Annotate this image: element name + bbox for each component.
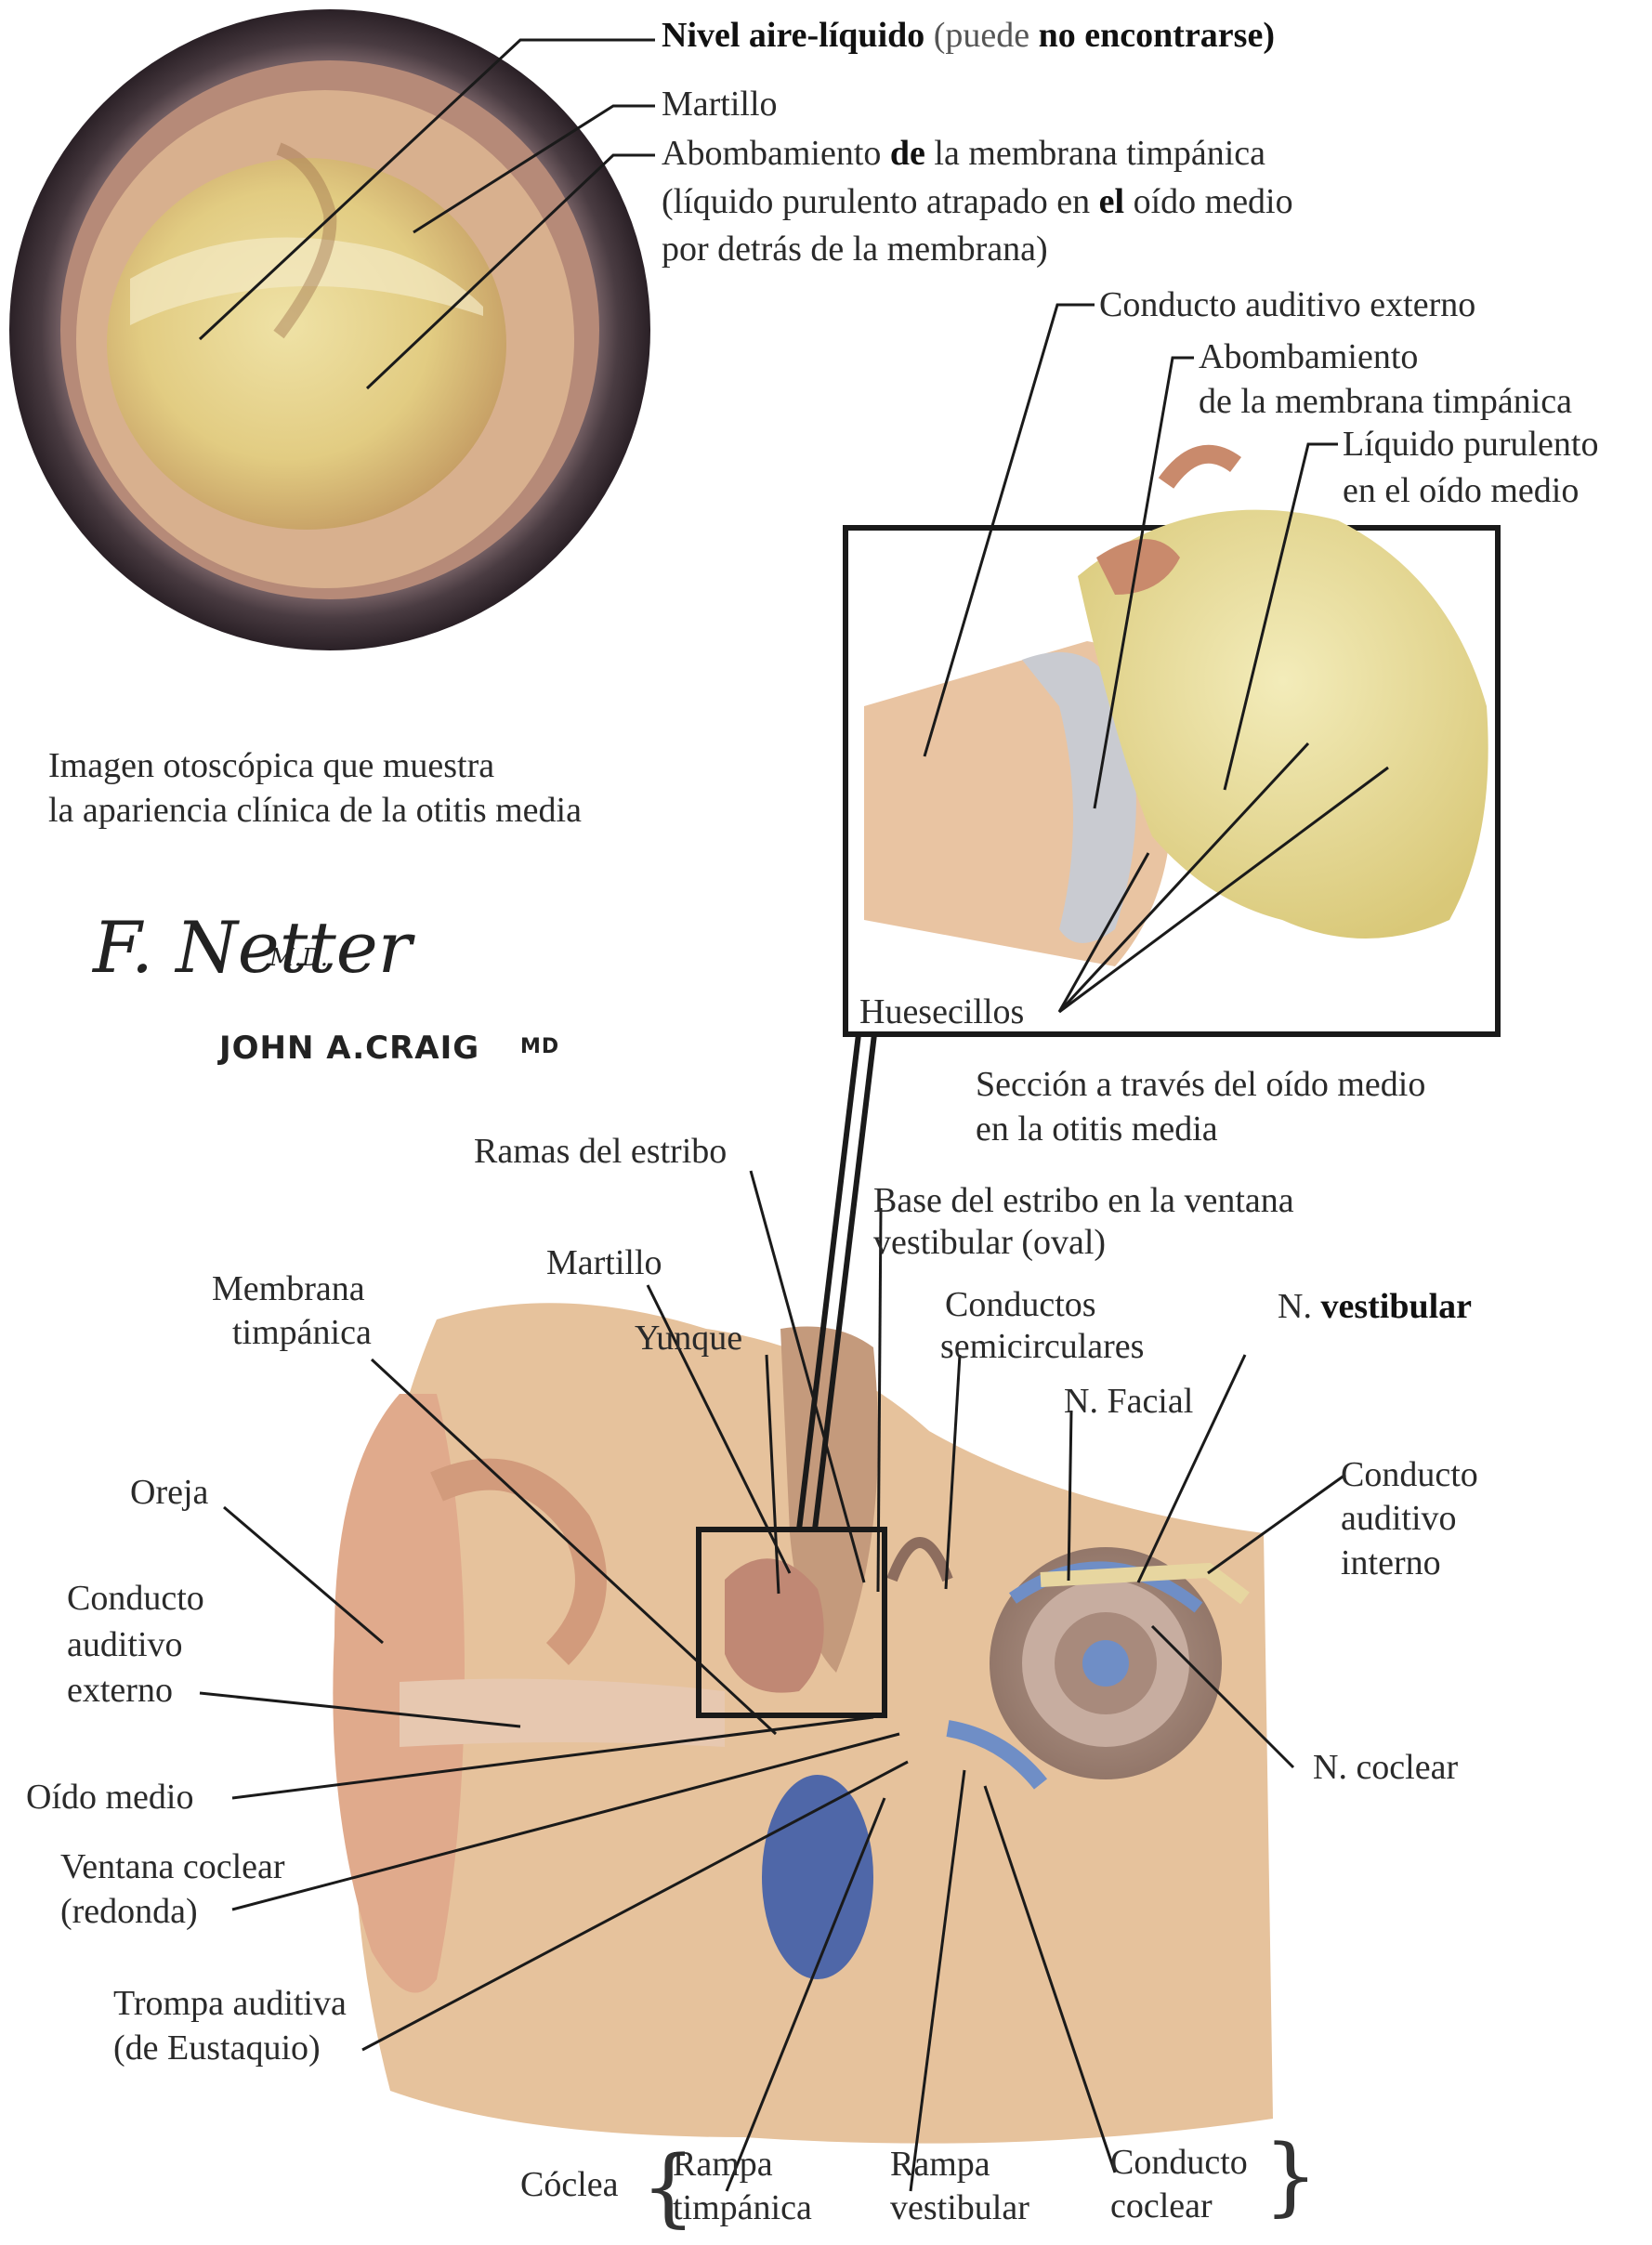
label-external-canal-2: auditivo xyxy=(67,1622,183,1667)
label-internal-canal-2: auditivo xyxy=(1341,1496,1457,1541)
netter-md: M.D. xyxy=(269,944,328,972)
label-middle-ear: Oído medio xyxy=(26,1775,193,1819)
label-tympanic-2: timpánica xyxy=(232,1310,372,1355)
ear-cross-section xyxy=(333,1303,1273,2143)
label-external-canal-3: externo xyxy=(67,1668,173,1713)
label-malleus-otoscope: Martillo xyxy=(662,82,778,126)
section-caption-2: en la otitis media xyxy=(976,1107,1218,1151)
label-scala-tympani-1: Rampa xyxy=(673,2142,773,2186)
label-scala-tympani-2: timpánica xyxy=(673,2186,812,2230)
label-round-window-2: (redonda) xyxy=(60,1889,198,1934)
otoscope-caption-1: Imagen otoscópica que muestra xyxy=(48,743,494,788)
label-bulge-section-1: Abombamiento xyxy=(1199,335,1418,379)
label-eustachian-2: (de Eustaquio) xyxy=(113,2026,321,2070)
label-internal-canal-3: interno xyxy=(1341,1541,1441,1585)
label-eustachian-1: Trompa auditiva xyxy=(113,1981,347,2026)
label-cochlear-duct-2: coclear xyxy=(1110,2184,1213,2228)
label-fluid-section-2: en el oído medio xyxy=(1343,468,1579,513)
label-stapes-base-2: vestibular (oval) xyxy=(873,1220,1106,1265)
label-round-window-1: Ventana coclear xyxy=(60,1845,285,1889)
label-ossicles: Huesecillos xyxy=(859,990,1024,1034)
label-cochlea: Cóclea xyxy=(520,2162,619,2207)
label-scala-vestibuli-2: vestibular xyxy=(890,2186,1029,2230)
label-cochlear-nerve: N. coclear xyxy=(1313,1745,1458,1790)
label-semicircular-2: semicirculares xyxy=(940,1324,1144,1369)
otoscope-view xyxy=(9,9,650,650)
otoscope-caption-2: la apariencia clínica de la otitis media xyxy=(48,788,582,833)
eustachian-tube xyxy=(762,1775,873,1979)
craig-signature: JOHN A.CRAIG xyxy=(219,1030,479,1067)
label-vestibular-nerve: N. vestibular xyxy=(1278,1284,1472,1329)
label-stapes-base-1: Base del estribo en la ventana xyxy=(873,1178,1294,1223)
label-external-canal-section: Conducto auditivo externo xyxy=(1099,282,1475,327)
label-semicircular-1: Conductos xyxy=(945,1282,1096,1327)
netter-signature: F. Netter xyxy=(93,906,412,989)
label-bulge-line-2: (líquido purulento atrapado en el oído m… xyxy=(662,179,1293,224)
section-caption-1: Sección a través del oído medio xyxy=(976,1062,1425,1107)
label-facial-nerve: N. Facial xyxy=(1064,1379,1193,1424)
label-malleus: Martillo xyxy=(546,1241,662,1285)
label-bulge-line-1: Abombamiento de la membrana timpánica xyxy=(662,131,1265,176)
label-tympanic-1: Membrana xyxy=(212,1267,365,1311)
label-air-fluid-level: Nivel aire-líquido (puede no encontrarse… xyxy=(662,13,1275,58)
cochlear-duct-brace-icon: } xyxy=(1264,2133,1318,2219)
label-stapes-crura: Ramas del estribo xyxy=(474,1129,727,1174)
label-bulge-section-2: de la membrana timpánica xyxy=(1199,379,1572,424)
label-fluid-section-1: Líquido purulento xyxy=(1343,422,1598,466)
label-internal-canal-1: Conducto xyxy=(1341,1452,1478,1497)
label-auricle: Oreja xyxy=(130,1470,208,1515)
label-cochlear-duct-1: Conducto xyxy=(1110,2140,1248,2185)
craig-md: MD xyxy=(520,1035,559,1058)
label-scala-vestibuli-1: Rampa xyxy=(890,2142,990,2186)
middle-ear-section xyxy=(846,454,1498,1034)
label-bulge-line-3: por detrás de la membrana) xyxy=(662,227,1048,271)
label-incus: Yunque xyxy=(635,1316,742,1360)
label-external-canal-1: Conducto xyxy=(67,1576,204,1621)
tympanic-membrane-bulging xyxy=(107,158,506,530)
